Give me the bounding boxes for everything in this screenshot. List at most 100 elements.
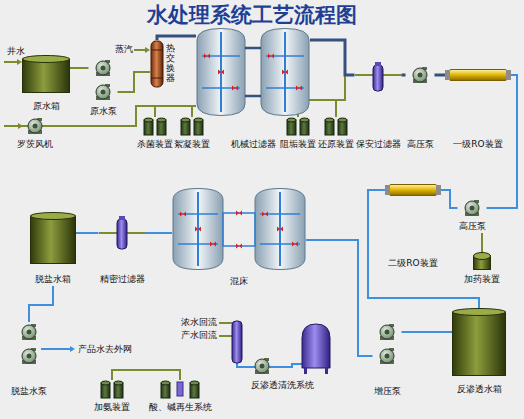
tank-symbol xyxy=(473,252,491,270)
circle-part xyxy=(413,68,427,82)
pipe-connector xyxy=(441,190,458,208)
circle-part xyxy=(385,330,390,335)
rect-part xyxy=(453,312,506,376)
equipment-node: 热交换器 xyxy=(150,40,176,88)
inlet-pipe xyxy=(4,61,17,63)
pipe-connector xyxy=(402,331,453,333)
circle-part xyxy=(255,359,269,373)
pipe-connector xyxy=(146,232,173,234)
path-part xyxy=(277,227,283,232)
path-part xyxy=(218,70,224,75)
equipment-label: 热交换器 xyxy=(166,44,175,84)
equipment-node: 二级RO装置 xyxy=(385,184,441,270)
path-part xyxy=(232,86,238,91)
equipment-label: 反渗透水箱 xyxy=(452,384,506,396)
circle-part xyxy=(260,364,265,369)
heat-exchanger-symbol xyxy=(150,40,164,88)
equipment-label: 高压泵 xyxy=(406,139,435,151)
circle-part xyxy=(28,119,42,133)
cleaning-system-symbol xyxy=(222,318,342,376)
ellipse-part xyxy=(194,118,203,122)
dosing-unit-symbol xyxy=(324,117,348,135)
pipe-connector xyxy=(118,72,151,92)
rect-part xyxy=(445,70,450,80)
equipment-node: 高压泵 xyxy=(458,200,487,233)
product-pipe xyxy=(41,348,70,350)
path-part xyxy=(261,29,309,116)
rect-part xyxy=(31,216,76,264)
dosing-unit-symbol xyxy=(286,117,310,135)
path-part xyxy=(255,189,305,270)
equipment-node: 高压泵 xyxy=(406,67,435,151)
dosing-unit-symbol xyxy=(100,380,124,398)
line-part xyxy=(151,78,163,79)
equipment-label: 阻垢装置 xyxy=(279,139,317,151)
equipment-label: 加药装置 xyxy=(463,274,501,286)
pipe-connector xyxy=(368,190,479,308)
equipment-node: 絮凝装置 xyxy=(173,117,211,151)
path-part xyxy=(296,86,302,91)
ellipse-part xyxy=(325,118,334,122)
arrow-head xyxy=(17,59,22,65)
pump-pair-symbol xyxy=(18,322,40,368)
circle-part xyxy=(385,354,390,359)
ellipse-part xyxy=(161,381,170,385)
path-part xyxy=(204,54,210,59)
line-part xyxy=(245,95,261,98)
path-part xyxy=(173,189,223,270)
path-part xyxy=(262,212,268,217)
equipment-label: 杀菌装置 xyxy=(136,139,174,151)
equipment-node: 反渗透清洗系统 xyxy=(222,318,342,392)
path-part xyxy=(268,54,274,59)
pipe-connector xyxy=(402,74,406,77)
return-pipe xyxy=(219,335,232,337)
pipe-connector xyxy=(310,40,355,75)
circle-part xyxy=(380,325,394,339)
equipment-label: 酸、碱再生系统 xyxy=(148,402,213,414)
pipe-connector xyxy=(157,36,196,40)
rect-part xyxy=(373,65,383,91)
circle-part xyxy=(470,206,475,211)
equipment-node: 原水箱 xyxy=(22,55,70,113)
path-part xyxy=(292,242,298,247)
equipment-node: 还原装置 xyxy=(317,117,355,151)
equipment-node: 一级RO装置 xyxy=(445,69,511,151)
equipment-node: 酸、碱再生系统 xyxy=(148,380,213,414)
path-part xyxy=(236,211,242,216)
ellipse-part xyxy=(101,381,110,385)
cartridge-filter-symbol xyxy=(372,62,384,92)
circle-part xyxy=(380,349,394,363)
dosing-pipe xyxy=(191,106,193,117)
equipment-label: 絮凝装置 xyxy=(173,139,211,151)
circle-part xyxy=(101,66,106,71)
ellipse-part xyxy=(157,118,166,122)
steam-pipe xyxy=(134,49,145,51)
ellipse-part xyxy=(190,381,199,385)
path-part xyxy=(197,29,245,116)
circle-part xyxy=(22,349,36,363)
equipment-label: 罗茨风机 xyxy=(16,139,54,151)
path-part xyxy=(195,227,201,232)
circle-part xyxy=(22,325,36,339)
ellipse-part xyxy=(287,118,296,122)
equipment-node: 混床 xyxy=(172,188,306,288)
equipment-label: 一级RO装置 xyxy=(445,139,511,151)
ellipse-part xyxy=(31,213,76,220)
rect-part xyxy=(177,382,183,396)
circle-part xyxy=(96,85,110,99)
rect-part xyxy=(223,213,255,246)
circle-part xyxy=(465,201,479,215)
equipment-node: 反渗透水箱 xyxy=(452,308,506,396)
line-part xyxy=(245,47,261,50)
pipe-connector xyxy=(435,74,446,77)
ellipse-part xyxy=(144,118,153,122)
circle-part xyxy=(33,124,38,129)
equipment-node: 杀菌装置 xyxy=(136,117,174,151)
equipment-label: 二级RO装置 xyxy=(385,258,441,270)
equipment-node: 加氨装置 xyxy=(93,380,131,414)
equipment-label: 增压泵 xyxy=(373,386,402,398)
pump-symbol xyxy=(410,67,430,83)
equipment-label: 高压泵 xyxy=(458,221,487,233)
path-part xyxy=(282,70,288,75)
